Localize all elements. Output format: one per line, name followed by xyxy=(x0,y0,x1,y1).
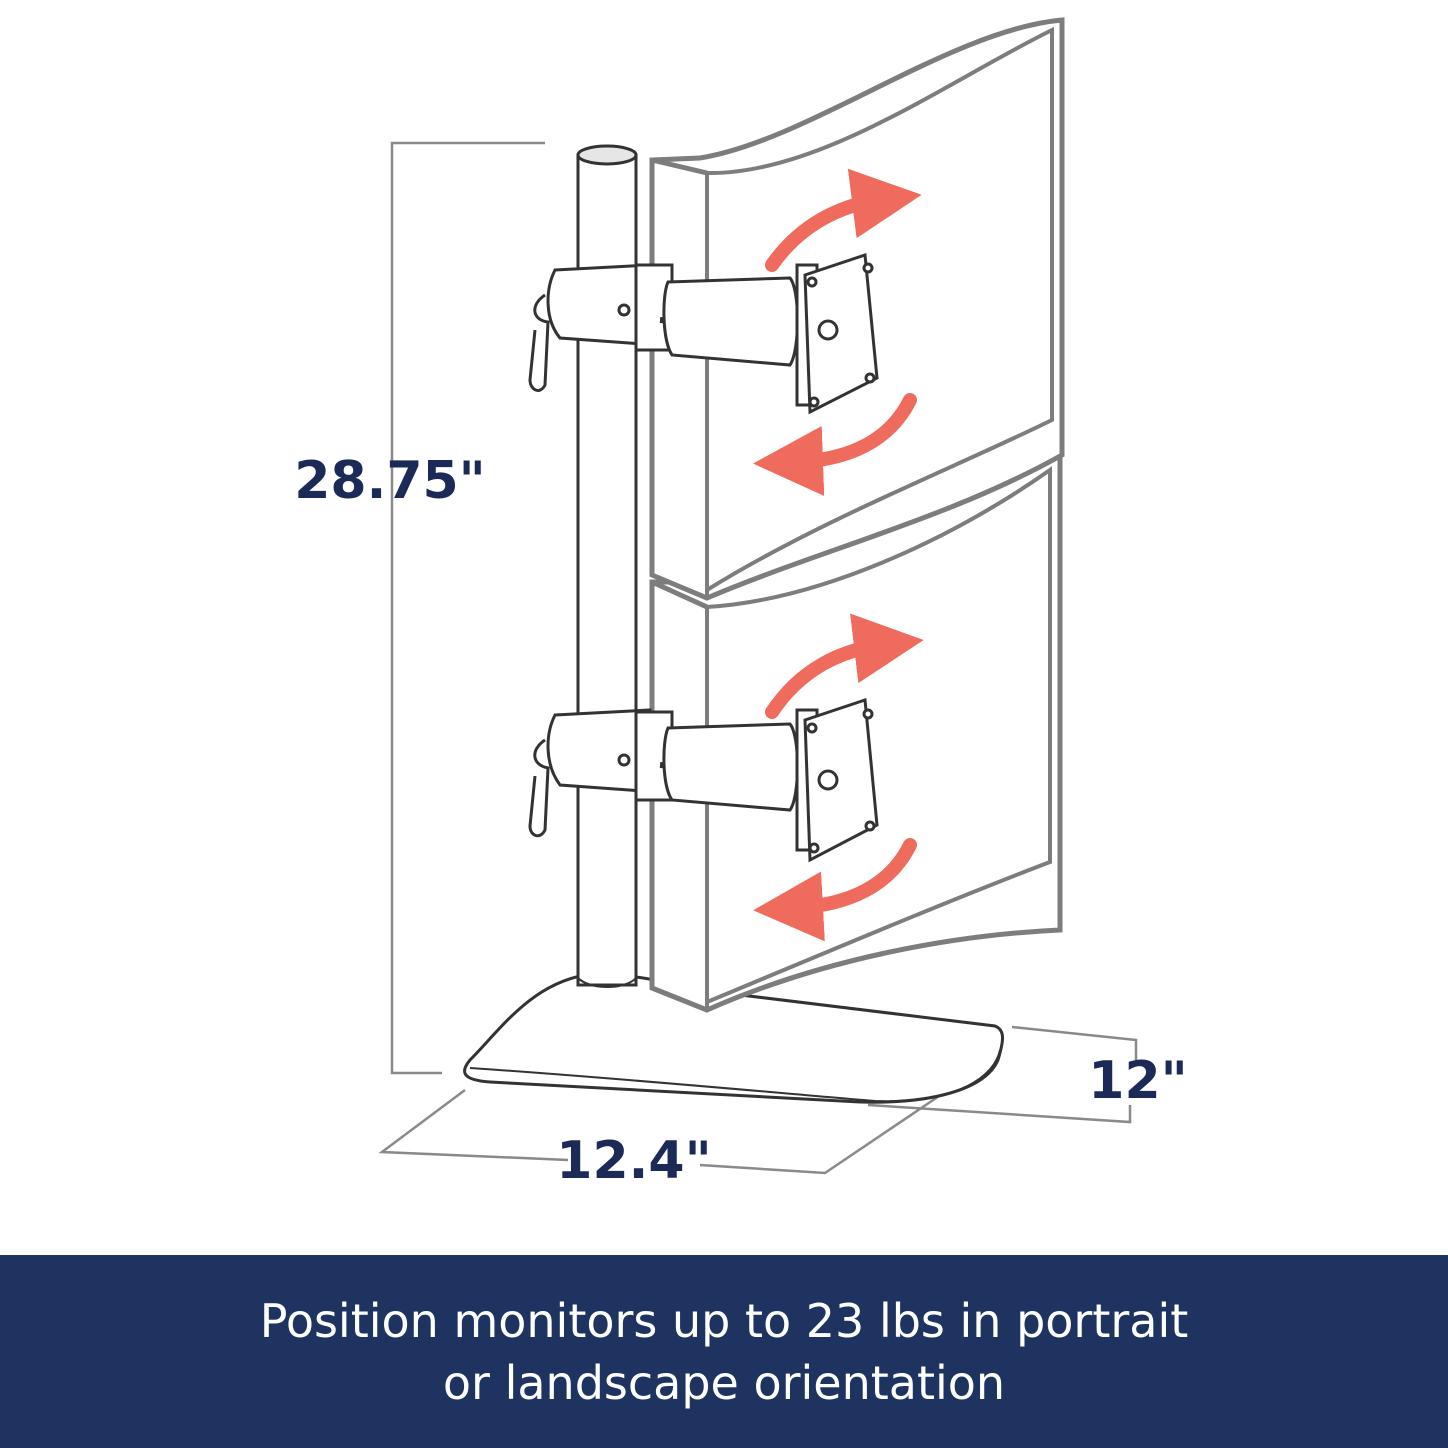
caption-line-1: Position monitors up to 23 lbs in portra… xyxy=(259,1293,1189,1348)
curved-double-arrow-icon xyxy=(753,613,924,942)
caption-line-2: or landscape orientation xyxy=(442,1355,1006,1410)
depth-dimension-line xyxy=(867,1025,1138,1124)
lower-mount-arm xyxy=(528,697,879,863)
curved-double-arrow-icon xyxy=(753,168,922,496)
width-dimension-label: 12.4" xyxy=(556,1131,711,1191)
height-dimension-line xyxy=(390,141,545,1075)
width-dimension-line xyxy=(378,1088,949,1175)
caption-band: Position monitors up to 23 lbs in portra… xyxy=(0,1255,1448,1448)
monitor-stand-illustration: 28.75" 12.4" 12" xyxy=(294,17,1188,1191)
depth-dimension-label: 12" xyxy=(1088,1051,1187,1111)
upper-mount-arm xyxy=(528,252,879,415)
height-dimension-label: 28.75" xyxy=(294,451,486,511)
